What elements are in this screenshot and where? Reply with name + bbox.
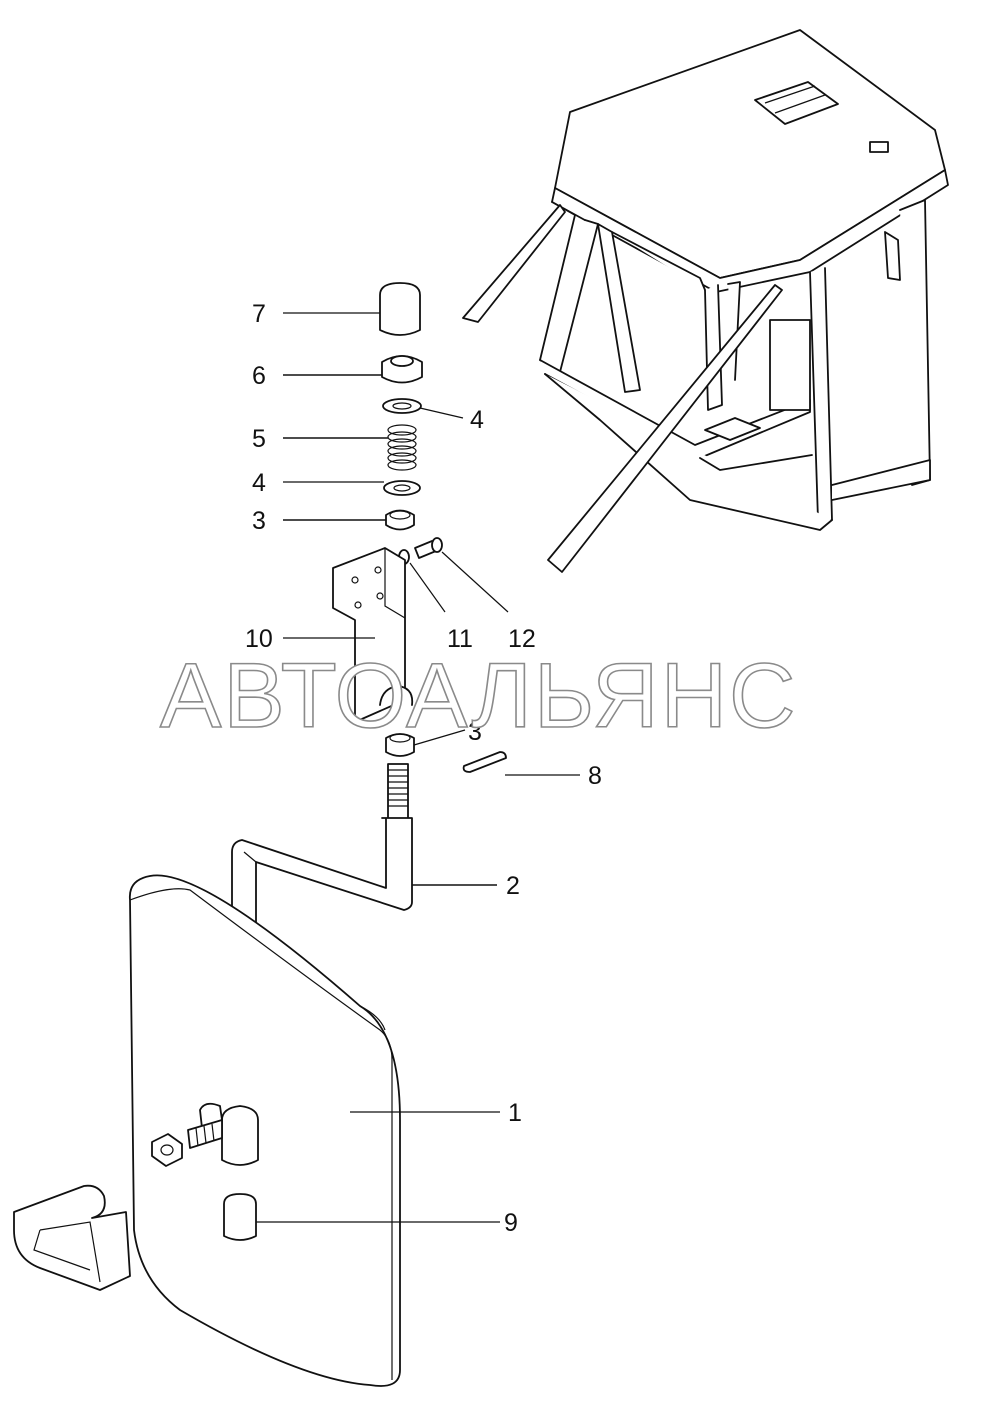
callout-3-lower: 3 bbox=[468, 718, 482, 746]
part-4-washer-lower bbox=[383, 480, 421, 496]
callout-8: 8 bbox=[588, 762, 602, 790]
part-10-bracket bbox=[332, 547, 414, 723]
callout-5: 5 bbox=[252, 425, 266, 453]
leader-lines bbox=[256, 312, 580, 1223]
part-7-cap bbox=[379, 282, 421, 336]
callout-7: 7 bbox=[252, 300, 266, 328]
watermark: АВТОАЛЬЯНС bbox=[160, 645, 798, 747]
part-1-mirror bbox=[128, 874, 401, 1387]
part-3-bushing-lower bbox=[385, 733, 415, 757]
callout-2: 2 bbox=[506, 872, 520, 900]
callout-10: 10 bbox=[245, 625, 273, 653]
part-8-pin bbox=[462, 751, 507, 773]
callout-1: 1 bbox=[508, 1099, 522, 1127]
part-5-spring bbox=[387, 424, 417, 471]
callout-3-upper: 3 bbox=[252, 507, 266, 535]
mirror-clamp bbox=[13, 1184, 131, 1291]
part-9-bushing bbox=[223, 1193, 257, 1241]
callout-11: 11 bbox=[447, 625, 473, 653]
callout-12: 12 bbox=[508, 625, 536, 653]
part-12-bolt bbox=[414, 537, 443, 559]
part-4-washer-upper bbox=[382, 398, 422, 414]
callout-4-lower: 4 bbox=[252, 469, 266, 497]
callout-9: 9 bbox=[504, 1209, 518, 1237]
tractor-cab bbox=[462, 29, 949, 573]
part-3-bushing-upper bbox=[385, 509, 415, 531]
callout-6: 6 bbox=[252, 362, 266, 390]
callout-labels: 7 6 4 5 4 3 10 11 12 3 8 2 1 9 bbox=[245, 300, 602, 1237]
part-6-nut bbox=[381, 355, 423, 384]
callout-4-upper: 4 bbox=[470, 406, 484, 434]
